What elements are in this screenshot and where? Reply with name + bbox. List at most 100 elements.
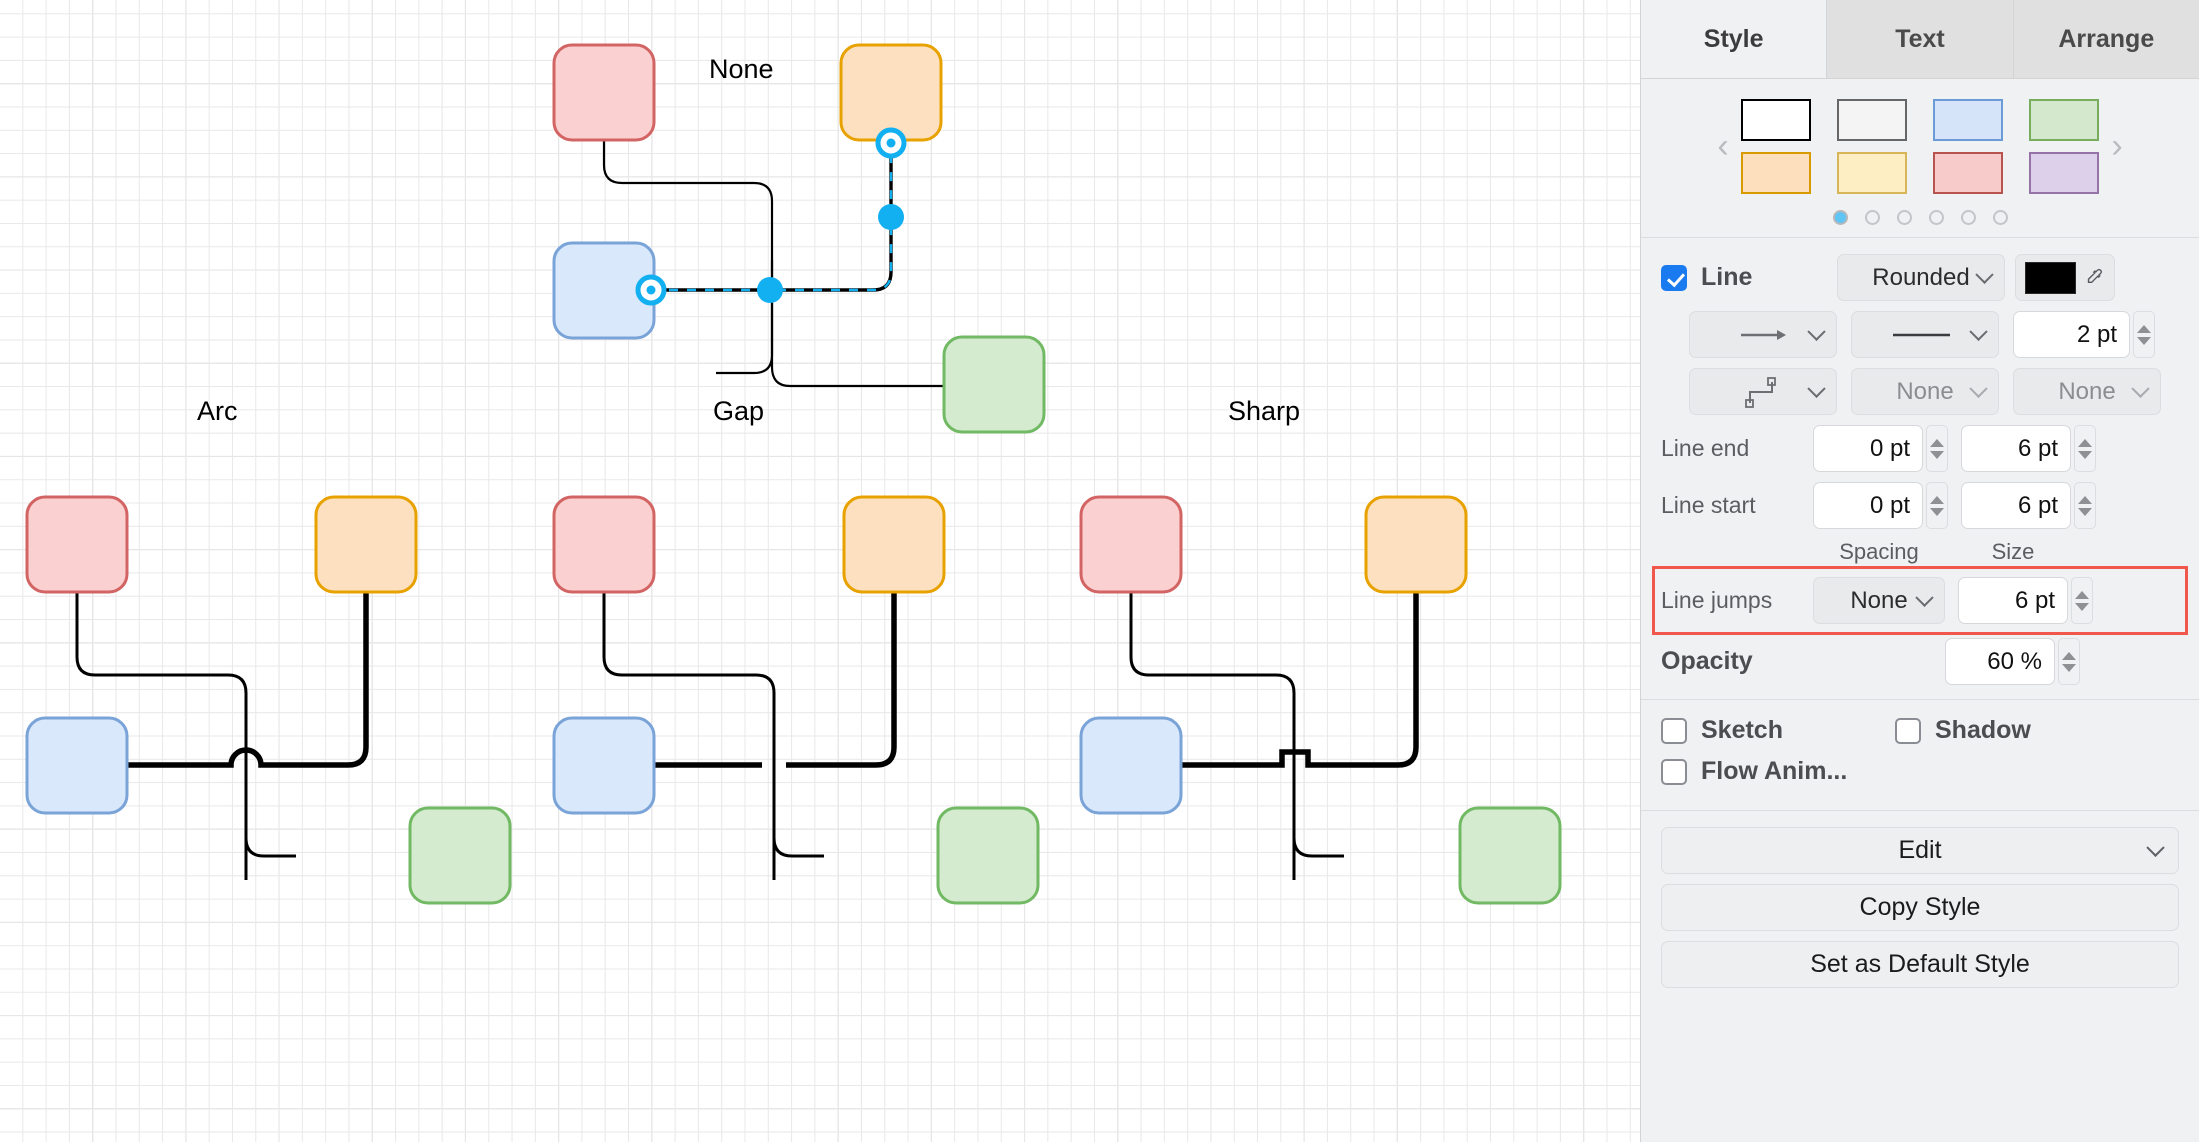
shape-orange-gap[interactable] xyxy=(842,495,946,594)
shape-blue-gap[interactable] xyxy=(552,716,656,815)
style-page-dot-3[interactable] xyxy=(1896,210,1912,225)
line-jumps-size-input[interactable]: 6 pt xyxy=(1958,577,2068,624)
shape-green-none[interactable] xyxy=(942,335,1046,434)
line-end-spacing-stepper[interactable] xyxy=(1926,425,1948,472)
line-start-size-input[interactable]: 6 pt xyxy=(1961,482,2071,529)
line-start-arrow-select[interactable] xyxy=(1689,311,1837,358)
style-page-dot-5[interactable] xyxy=(1960,210,1976,225)
style-page-dot-4[interactable] xyxy=(1928,210,1944,225)
shape-red-arc[interactable] xyxy=(25,495,129,594)
style-page-dot-2[interactable] xyxy=(1864,210,1880,225)
actions-section: Edit Copy Style Set as Default Style xyxy=(1641,811,2199,1012)
line-dash-select[interactable] xyxy=(1851,311,1999,358)
diagram-canvas[interactable]: None Arc Gap Sharp xyxy=(0,0,1640,1142)
tab-arrange[interactable]: Arrange xyxy=(2013,0,2199,78)
line-color-button[interactable] xyxy=(2015,254,2115,301)
edge-red-to-green-seg2[interactable] xyxy=(770,260,944,388)
line-jumps-style-select[interactable]: None xyxy=(1813,577,1945,624)
style-swatch-blue[interactable] xyxy=(1933,99,2003,141)
effects-section: Sketch Shadow Flow Anim... xyxy=(1641,700,2199,811)
style-swatch-orange[interactable] xyxy=(1741,152,1811,194)
shape-red-gap[interactable] xyxy=(552,495,656,594)
tab-style[interactable]: Style xyxy=(1641,0,1828,78)
line-start-size-stepper[interactable] xyxy=(2074,482,2096,529)
style-swatch-grid xyxy=(1741,99,2099,194)
edge-arc-red-to-green-tail[interactable] xyxy=(244,793,296,858)
style-page-dot-1[interactable] xyxy=(1832,210,1848,225)
sketch-checkbox[interactable] xyxy=(1661,717,1687,744)
line-end-size-stepper[interactable] xyxy=(2074,425,2096,472)
line-width-stepper[interactable] xyxy=(2133,311,2155,358)
set-default-style-button[interactable]: Set as Default Style xyxy=(1661,941,2179,988)
edge-red-to-green[interactable] xyxy=(602,99,774,375)
chevron-down-icon xyxy=(1807,322,1826,341)
style-swatch-gray[interactable] xyxy=(1837,99,1907,141)
copy-style-button[interactable]: Copy Style xyxy=(1661,884,2179,931)
line-header-row: Line Rounded xyxy=(1661,254,2179,301)
edge-midpoint-handle-h[interactable] xyxy=(757,277,783,303)
style-swatches-section: ‹ › xyxy=(1641,79,2199,238)
shape-green-gap[interactable] xyxy=(936,806,1040,905)
shape-red-sharp[interactable] xyxy=(1079,495,1183,594)
flow-animation-checkbox[interactable] xyxy=(1661,758,1687,785)
edge-sharp-red-to-green-tail[interactable] xyxy=(1292,793,1344,858)
line-waypoint-select[interactable] xyxy=(1689,368,1837,415)
edit-button[interactable]: Edit xyxy=(1661,827,2179,874)
line-route-row: None None xyxy=(1661,368,2179,415)
shadow-checkbox[interactable] xyxy=(1895,717,1921,744)
edge-midpoint-handle-v[interactable] xyxy=(878,204,904,230)
line-shape-select-value: Rounded xyxy=(1872,263,1970,291)
line-end-size-input[interactable]: 6 pt xyxy=(1961,425,2071,472)
shape-orange-sharp[interactable] xyxy=(1364,495,1468,594)
shape-orange-none[interactable] xyxy=(839,43,943,142)
shape-green-sharp[interactable] xyxy=(1458,806,1562,905)
group-label-none: None xyxy=(709,54,774,84)
group-sharp xyxy=(1079,495,1562,905)
line-start-spacing-stepper[interactable] xyxy=(1926,482,1948,529)
arrow-right-icon xyxy=(1741,329,1786,340)
line-enabled-checkbox[interactable] xyxy=(1661,264,1687,291)
panel-tabs: Style Text Arrange xyxy=(1641,0,2199,79)
chevron-down-icon xyxy=(2146,838,2165,857)
style-swatch-green[interactable] xyxy=(2029,99,2099,141)
line-end-style-select[interactable]: None xyxy=(2013,368,2161,415)
edge-arc-red-to-green[interactable] xyxy=(75,591,248,880)
edge-gap-red-to-green[interactable] xyxy=(602,591,776,880)
shape-blue-sharp[interactable] xyxy=(1079,716,1183,815)
style-swatch-white[interactable] xyxy=(1741,99,1811,141)
solid-line-icon xyxy=(1893,333,1950,336)
style-page-dot-6[interactable] xyxy=(1992,210,2008,225)
shape-orange-arc[interactable] xyxy=(314,495,418,594)
style-page-dots xyxy=(1641,210,2199,225)
next-styles-arrow-icon[interactable]: › xyxy=(2111,127,2123,165)
column-header-size: Size xyxy=(1991,539,2035,564)
opacity-stepper[interactable] xyxy=(2058,638,2080,685)
line-width-input[interactable]: 2 pt xyxy=(2013,311,2130,358)
shape-green-arc[interactable] xyxy=(408,806,512,905)
line-end-spacing-input[interactable]: 0 pt xyxy=(1813,425,1923,472)
edge-gap-blue-to-orange-right[interactable] xyxy=(786,540,897,768)
line-end-style-value: None xyxy=(2058,377,2116,405)
prev-styles-arrow-icon[interactable]: ‹ xyxy=(1717,127,1729,165)
edge-sharp-red-to-green[interactable] xyxy=(1129,591,1296,880)
edge-arc-blue-to-orange[interactable] xyxy=(127,540,369,768)
style-swatch-yellow[interactable] xyxy=(1837,152,1907,194)
line-start-label: Line start xyxy=(1661,492,1756,518)
edge-sharp-blue-to-orange[interactable] xyxy=(1182,540,1419,768)
edge-endpoint-handle-target-dot xyxy=(886,138,896,148)
edge-gap-red-to-green-tail[interactable] xyxy=(772,793,824,858)
style-swatch-purple[interactable] xyxy=(2029,152,2099,194)
line-shape-select[interactable]: Rounded xyxy=(1837,254,2005,301)
line-start-spacing-input[interactable]: 0 pt xyxy=(1813,482,1923,529)
tab-text[interactable]: Text xyxy=(1827,0,2014,78)
shape-blue-arc[interactable] xyxy=(25,716,129,815)
opacity-input[interactable]: 60 % xyxy=(1945,638,2055,685)
orthogonal-route-icon xyxy=(1745,376,1776,408)
line-jumps-size-stepper[interactable] xyxy=(2071,577,2093,624)
line-start-style-select[interactable]: None xyxy=(1851,368,1999,415)
chevron-down-icon xyxy=(1807,379,1826,398)
line-start-row: Line start 0 pt 6 pt xyxy=(1661,482,2179,529)
style-swatch-red[interactable] xyxy=(1933,152,2003,194)
shape-red-none[interactable] xyxy=(552,43,656,142)
eyedropper-icon xyxy=(2088,268,2103,283)
